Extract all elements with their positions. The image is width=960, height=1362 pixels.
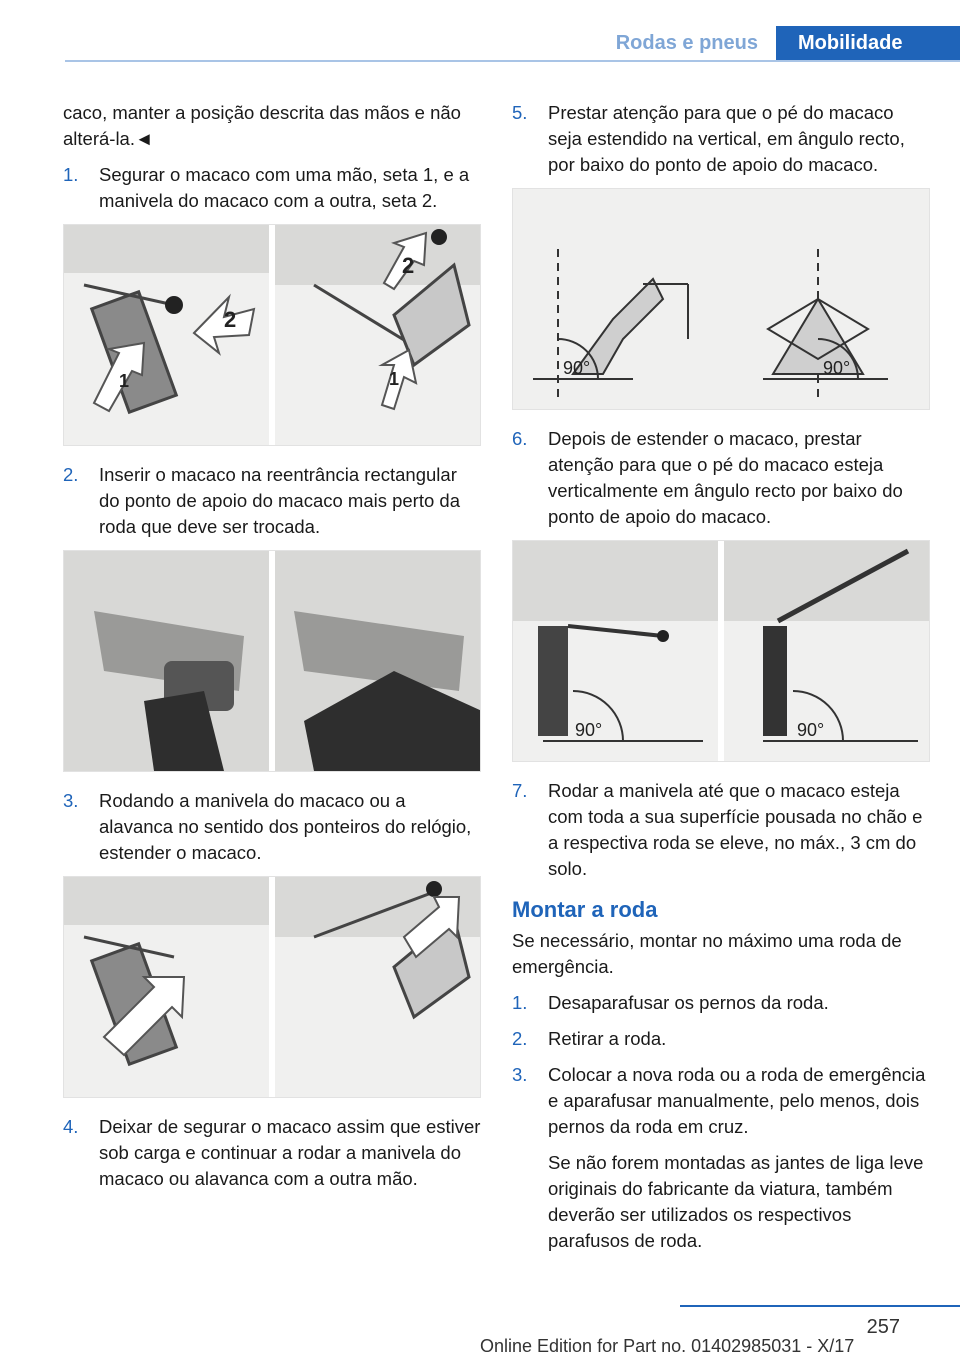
arrow-label-2b: 2 (402, 253, 414, 278)
step-text: Depois de estender o macaco, prestar ate… (548, 428, 903, 527)
step-number: 1. (63, 164, 79, 185)
mount-step-3: 3. Colocar a nova roda ou a roda de emer… (512, 1062, 930, 1140)
step-text: Prestar atenção para que o pé do macaco … (548, 102, 905, 175)
jack-grip-illustration: 1 2 2 1 (63, 224, 481, 446)
footer-divider (680, 1305, 960, 1307)
jack-vertical-illustration: 90° 90° (512, 540, 930, 762)
step-number: 7. (512, 780, 528, 801)
step-1: 1. Segurar o macaco com uma mão, seta 1,… (63, 162, 481, 214)
chapter-tab[interactable]: Mobilidade (776, 26, 960, 62)
step-4: 4. Deixar de segurar o macaco assim que … (63, 1114, 481, 1192)
step-text: Rodar a manivela até que o macaco esteja… (548, 780, 923, 879)
step-6: 6. Depois de estender o macaco, prestar … (512, 426, 930, 530)
step-text: Desaparafusar os pernos da roda. (548, 992, 829, 1013)
step-number: 2. (63, 464, 79, 485)
jack-crank-illustration (63, 876, 481, 1098)
right-column: 5. Prestar atenção para que o pé do maca… (512, 100, 930, 1264)
step-text: Inserir o macaco na reentrância rectangu… (99, 464, 460, 537)
angle-label: 90° (563, 358, 590, 378)
step-3: 3. Rodando a manivela do macaco ou a ala… (63, 788, 481, 866)
angle-label: 90° (575, 720, 602, 740)
step-text: Retirar a roda. (548, 1028, 667, 1049)
step-text: Colocar a nova roda ou a roda de emergên… (548, 1064, 926, 1137)
section-intro: Se necessário, montar no máximo uma roda… (512, 930, 902, 977)
step-number: 2. (512, 1028, 528, 1049)
angle-label: 90° (823, 358, 850, 378)
step-text: Segurar o macaco com uma mão, seta 1, e … (99, 164, 470, 211)
page-number: 257 (866, 1316, 900, 1338)
step-text: Rodando a manivela do macaco ou a alavan… (99, 790, 472, 863)
step-2: 2. Inserir o macaco na reentrância recta… (63, 462, 481, 540)
arrow-label-1: 1 (119, 371, 129, 391)
step-number: 1. (512, 992, 528, 1013)
step-number: 6. (512, 428, 528, 449)
mount-step-2: 2. Retirar a roda. (512, 1026, 930, 1052)
step-number: 4. (63, 1116, 79, 1137)
step-number: 5. (512, 102, 528, 123)
header-divider (65, 60, 960, 62)
jack-angle-diagram: 90° 90° (512, 188, 930, 410)
arrow-label-2: 2 (224, 307, 236, 332)
step-number: 3. (512, 1064, 528, 1085)
section-heading: Montar a roda (512, 897, 658, 922)
step-5: 5. Prestar atenção para que o pé do maca… (512, 100, 930, 178)
header-tabs: Rodas e pneus Mobilidade (598, 26, 960, 62)
arrow-label-1b: 1 (389, 369, 399, 389)
mount-step-1: 1. Desaparafusar os pernos da roda. (512, 990, 930, 1016)
angle-label: 90° (797, 720, 824, 740)
jack-point-illustration (63, 550, 481, 772)
step-7: 7. Rodar a manivela até que o macaco est… (512, 778, 930, 882)
section-tab[interactable]: Rodas e pneus (615, 32, 758, 54)
intro-text: caco, manter a posição descrita das mãos… (63, 102, 461, 149)
wheel-bolt-note: Se não forem montadas as jantes de liga … (548, 1152, 924, 1251)
step-number: 3. (63, 790, 79, 811)
step-text: Deixar de segurar o macaco assim que est… (99, 1116, 481, 1189)
left-column: caco, manter a posição descrita das mãos… (63, 100, 481, 1202)
edition-text: Online Edition for Part no. 01402985031 … (480, 1336, 855, 1356)
